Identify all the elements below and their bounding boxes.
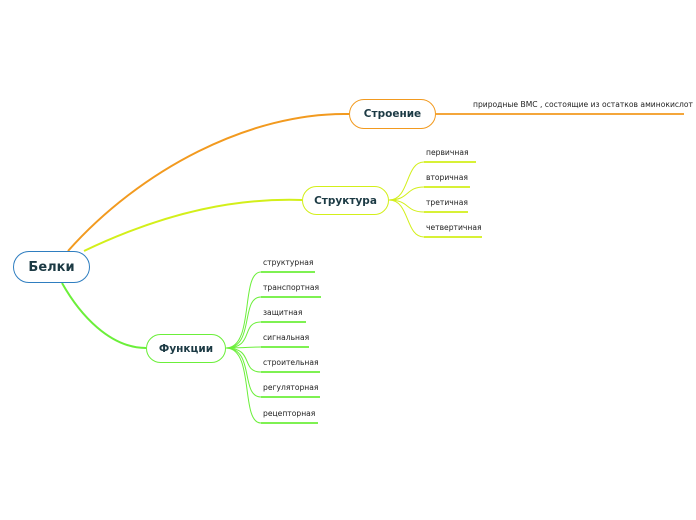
leaf-funkcii-2[interactable]: транспортная <box>263 283 320 292</box>
leaf-struktura-4[interactable]: четвертичная <box>426 223 482 232</box>
leaf-funkcii-7[interactable]: рецепторная <box>263 409 316 418</box>
funkcii-leaf-links <box>225 271 262 424</box>
struktura-leaf-underlines <box>424 161 482 238</box>
leaf-struktura-3[interactable]: третичная <box>426 198 468 207</box>
link-root-struktura <box>83 198 303 252</box>
link-root-funkcii <box>61 282 147 349</box>
branch-node-funkcii[interactable]: Функции <box>146 334 226 363</box>
branch-node-struktura[interactable]: Структура <box>302 186 389 215</box>
leaf-struktura-2[interactable]: вторичная <box>426 173 468 182</box>
leaf-stroenie-definition[interactable]: природные ВМС , состоящие из остатков ам… <box>473 100 693 109</box>
leaf-funkcii-1[interactable]: структурная <box>263 258 314 267</box>
leaf-funkcii-3[interactable]: защитная <box>263 308 303 317</box>
branch-node-stroenie[interactable]: Строение <box>349 99 436 129</box>
leaf-funkcii-6[interactable]: регуляторная <box>263 383 319 392</box>
central-node[interactable]: Белки <box>13 251 90 283</box>
link-root-stroenie <box>67 112 350 252</box>
funkcii-leaf-underlines <box>261 271 321 424</box>
leaf-struktura-1[interactable]: первичная <box>426 148 469 157</box>
leaf-funkcii-4[interactable]: сигнальная <box>263 333 310 342</box>
leaf-funkcii-5[interactable]: строительная <box>263 358 319 367</box>
struktura-leaf-links <box>388 161 425 238</box>
